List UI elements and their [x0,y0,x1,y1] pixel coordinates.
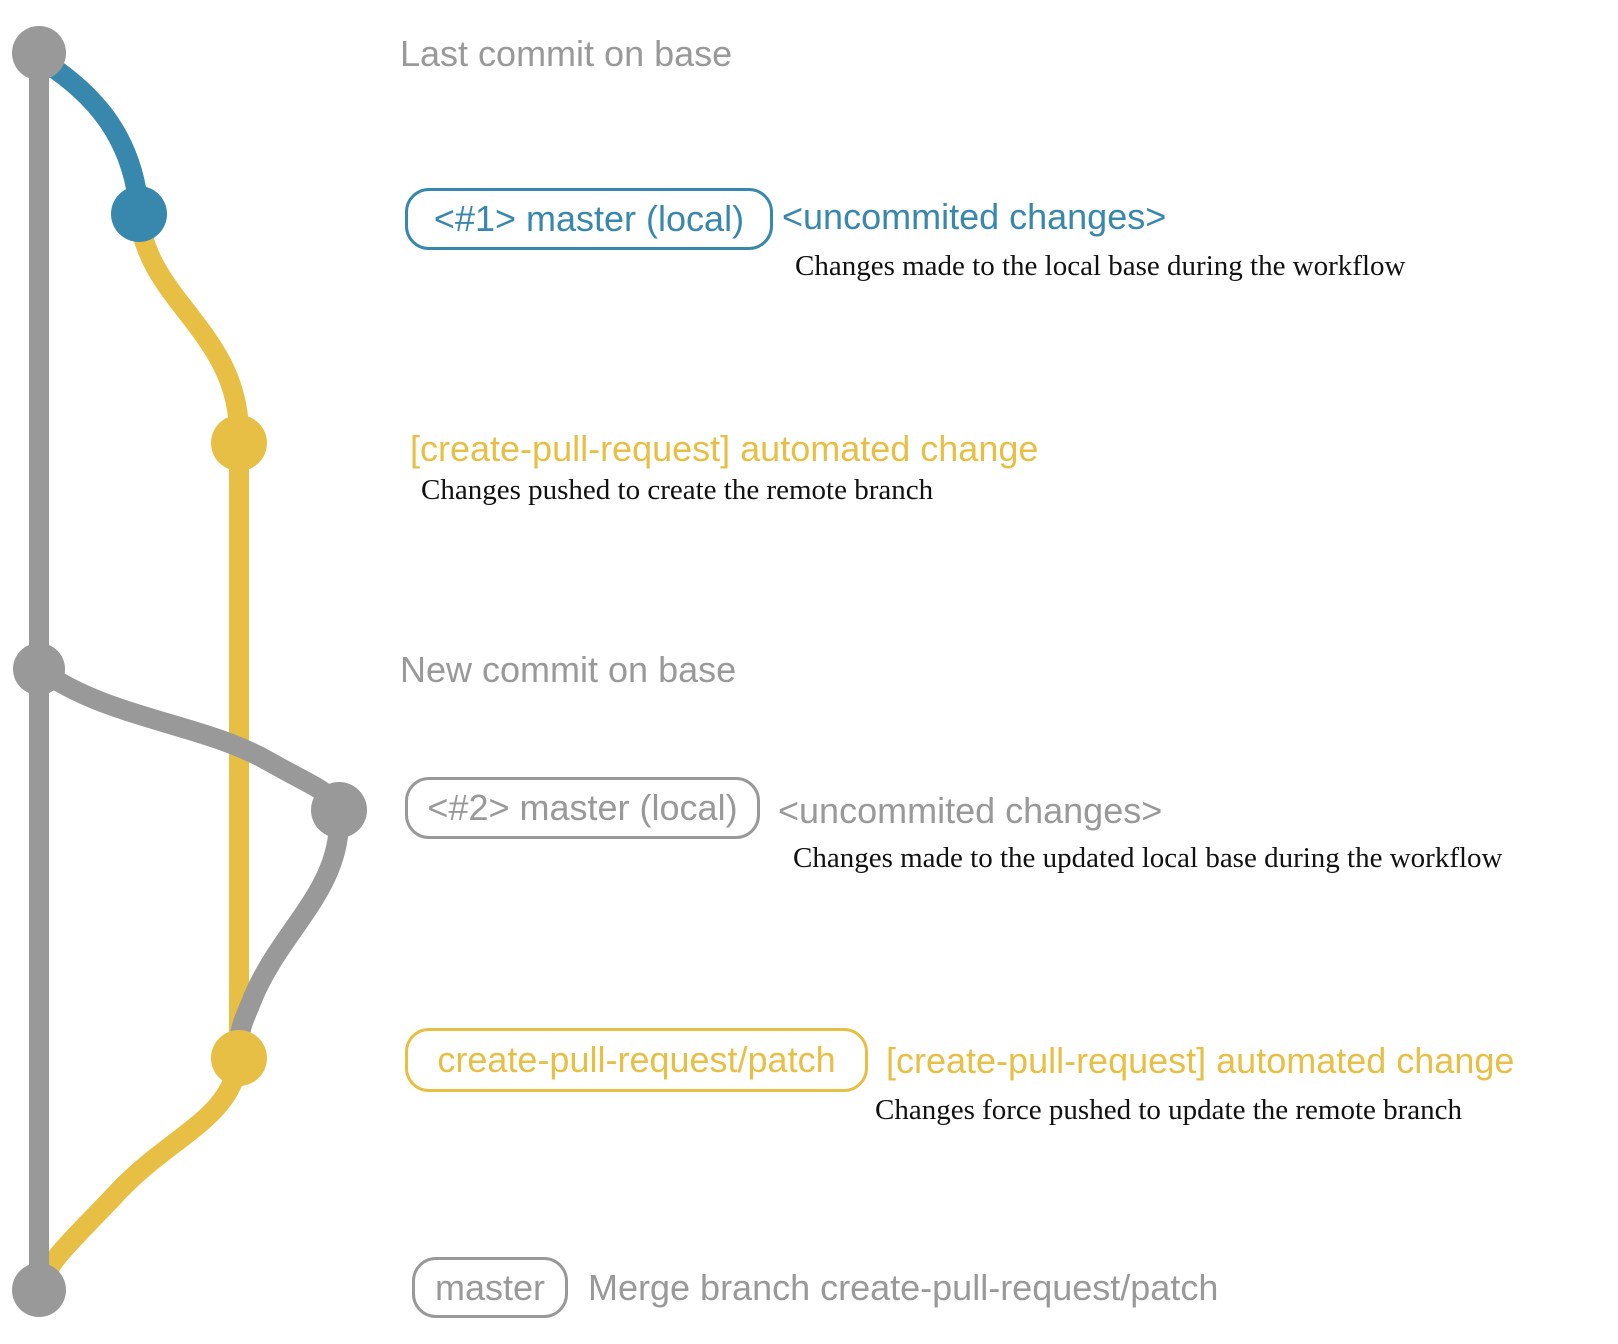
badge-create-pull-request-patch: create-pull-request/patch [405,1028,868,1092]
caption-automated-change-2: Changes force pushed to update the remot… [875,1094,1463,1126]
heading-last-commit: Last commit on base [400,33,733,74]
heading-new-commit: New commit on base [400,649,737,690]
patch-branch-line [129,204,249,1068]
badge-create-pull-request-patch-label: create-pull-request/patch [437,1039,836,1080]
title-uncommitted-changes-2: <uncommited changes> [778,790,1163,831]
patch-merge-line [29,1048,249,1302]
title-automated-change-2: [create-pull-request] automated change [886,1040,1515,1081]
caption-merge-branch: Merge branch create-pull-request/patch [588,1267,1219,1308]
title-automated-change-1: [create-pull-request] automated change [410,428,1039,469]
local-branch-line-1 [29,48,149,220]
local-to-patch-line [229,805,350,1055]
caption-local-changes-2: Changes made to the updated local base d… [793,842,1503,874]
commit-dot-last-base [12,26,66,80]
commit-dot-local-1 [111,186,167,242]
badge-master-local-1-label: <#1> master (local) [433,198,745,239]
title-uncommitted-changes-1: <uncommited changes> [782,196,1167,237]
badge-master-label: master [434,1266,546,1308]
commit-dot-new-base [13,643,65,695]
caption-local-changes-1: Changes made to the local base during th… [795,250,1406,282]
commit-dot-patch-1 [211,415,267,471]
local-branch-line-2 [29,659,349,825]
badge-master-local-2-label: <#2> master (local) [427,787,738,828]
caption-automated-change-1: Changes pushed to create the remote bran… [421,474,934,506]
commit-dot-merge [12,1263,66,1317]
commit-dot-patch-2 [211,1030,267,1086]
badge-master-local-2: <#2> master (local) [405,777,760,839]
commit-dot-local-2 [311,782,367,838]
badge-master-local-1: <#1> master (local) [405,188,773,250]
badge-master: master [412,1257,568,1318]
